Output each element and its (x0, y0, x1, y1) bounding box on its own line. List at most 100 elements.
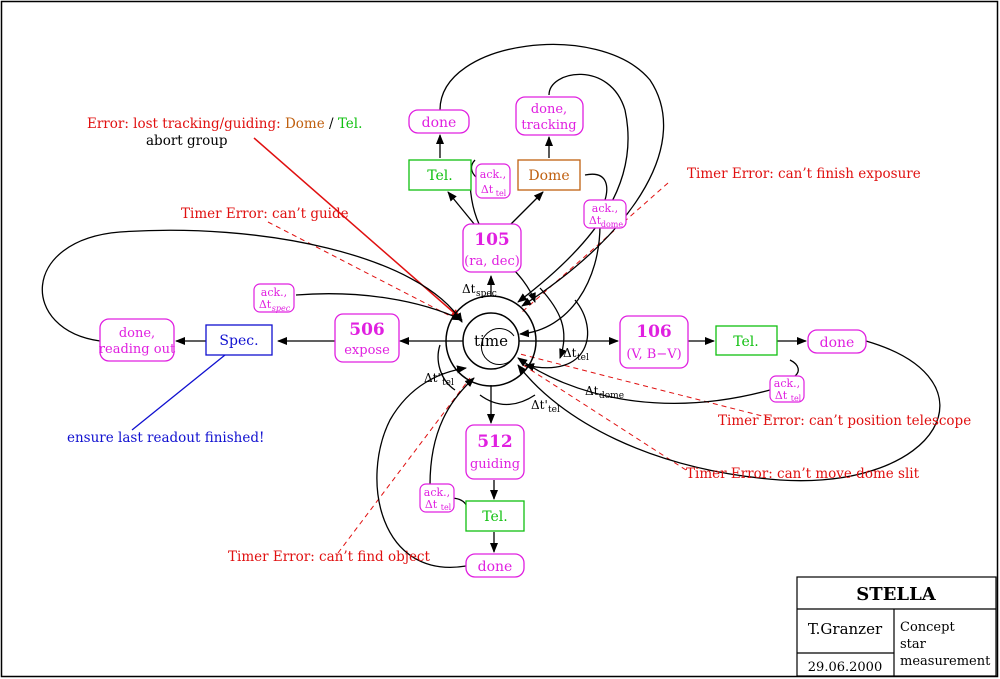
done-reading-line2: reading out (99, 342, 176, 357)
ack-tel-right-loop (517, 357, 771, 404)
ensure-readout-line (131, 354, 226, 431)
title-block: STELLA T.Granzer 29.06.2000 Concept star… (796, 576, 997, 677)
done-right-label: done (820, 335, 855, 351)
state-105-sub: (ra, dec) (464, 254, 520, 269)
timer-arc-tel (539, 287, 567, 359)
abort-group-label: abort group (146, 133, 228, 149)
ack-tel-bottom-text: ack., (424, 486, 450, 499)
done-right: done (807, 329, 867, 354)
spec-box: Spec. (205, 324, 273, 356)
state-506-sub: expose (344, 343, 390, 358)
author-label: T.Granzer (808, 620, 883, 638)
ack-tel-right-delta: Δt (775, 389, 788, 402)
done-bottom: done (465, 553, 525, 578)
state-506: 506 expose (334, 313, 400, 363)
ack-spec-delta: Δt (259, 298, 272, 311)
time-label: time (474, 332, 508, 350)
tel-top-box: Tel. (408, 159, 472, 191)
time-inner-circle (462, 312, 520, 370)
done-top: done (408, 109, 470, 134)
dt-tel-base: Δt (563, 346, 577, 360)
error-cant-position: Timer Error: can’t position telescope (718, 413, 971, 429)
ack-dome-delta: Δt (589, 214, 602, 227)
dt-tel-pp-sub: tel (442, 378, 454, 388)
ack-tel-bottom-sub: tel (441, 503, 452, 512)
ack-tel-top-delta: Δt (481, 183, 494, 196)
ack-tel-right-sub: tel (791, 394, 802, 403)
ack-spec-sub: spec (272, 304, 291, 313)
state-105-num: 105 (474, 230, 510, 250)
ack-spec-loop (295, 293, 463, 321)
lost-tracking-line (253, 137, 461, 319)
done-tracking-line1: done, (531, 102, 567, 117)
dt-dome-base: Δt (585, 384, 599, 398)
dome-done-loop (517, 73, 629, 303)
105-tel-arrow (447, 191, 476, 226)
state-506-num: 506 (349, 320, 385, 340)
error-cant-finish: Timer Error: can’t finish exposure (687, 166, 921, 182)
time-rotation-icon (480, 328, 515, 365)
done-reading-out: done, reading out (99, 318, 176, 362)
tel-right-label: Tel. (733, 334, 758, 350)
error-cant-guide: Timer Error: can’t guide (181, 206, 349, 222)
cant-move-dome-line (519, 362, 687, 471)
ensure-readout-label: ensure last readout finished! (67, 430, 264, 446)
timer-arc-tel-p (479, 394, 536, 406)
dome-label: Dome (528, 168, 569, 184)
ack-tel-right-text: ack., (774, 377, 800, 390)
state-512: 512 guiding (465, 424, 525, 480)
ack-dome-loop (519, 224, 601, 338)
desc-line1: Concept (900, 620, 955, 635)
state-105: 105 (ra, dec) (462, 223, 522, 273)
ack-tel-right-conn (789, 359, 799, 377)
done-reading-line1: done, (119, 326, 155, 341)
state-512-num: 512 (477, 432, 513, 452)
ack-dome-conn (584, 173, 608, 201)
timer-arc-tel-pp (437, 344, 456, 391)
state-106-num: 106 (636, 322, 672, 342)
error-cant-move-dome: Timer Error: can’t move dome slit (686, 466, 920, 482)
tel-bottom-box: Tel. (465, 500, 525, 532)
connectors (41, 43, 941, 568)
dt-spec-base: Δt (462, 282, 476, 296)
done-tracking: done, tracking (515, 96, 584, 136)
error-lines (253, 137, 771, 554)
ack-tel-right: ack., Δt tel (769, 375, 805, 403)
cant-find-line (337, 377, 471, 554)
ack-tel-top-sub: tel (496, 189, 507, 198)
dt-tel-sub: tel (577, 353, 589, 363)
desc-line3: measurement (900, 654, 991, 669)
done-top-label: done (422, 115, 457, 131)
error-lost-tracking: Error: lost tracking/guiding: Dome / Tel… (87, 116, 362, 132)
desc-line2: star (900, 637, 927, 652)
dt-spec-sub: spec (476, 289, 497, 299)
ack-dome-sub: dome (601, 220, 624, 229)
dt-tel-p-sub: tel (548, 405, 560, 415)
date-label: 29.06.2000 (808, 660, 882, 675)
ack-tel-top: ack., Δt tel (475, 163, 511, 199)
cant-position-line (519, 353, 771, 419)
bottom-done-loop (376, 365, 467, 568)
ack-dome-text: ack., (592, 202, 618, 215)
ack-spec: ack., Δt spec (253, 283, 295, 313)
right-done-loop (517, 340, 941, 482)
dt-tel-p-base: Δt' (531, 398, 548, 412)
dt-dome-sub: dome (599, 391, 624, 401)
state-106: 106 (V, B−V) (619, 315, 689, 369)
state-512-sub: guiding (470, 457, 520, 472)
top-done-loop (439, 43, 665, 307)
spec-label: Spec. (219, 333, 258, 349)
ack-spec-text: ack., (261, 286, 287, 299)
time-node: time (445, 295, 537, 387)
error-texts: Error: lost tracking/guiding: Dome / Tel… (67, 116, 971, 565)
error-cant-find: Timer Error: can’t find object (228, 549, 430, 565)
done-tracking-line2: tracking (521, 118, 576, 133)
tel-right-box: Tel. (715, 325, 778, 356)
105-dome-arrow (509, 191, 544, 226)
ack-tel-bottom-delta: Δt (425, 498, 438, 511)
spec-done-loop (41, 229, 463, 342)
timer-arc-dome (524, 299, 589, 371)
project-title: STELLA (856, 584, 936, 605)
